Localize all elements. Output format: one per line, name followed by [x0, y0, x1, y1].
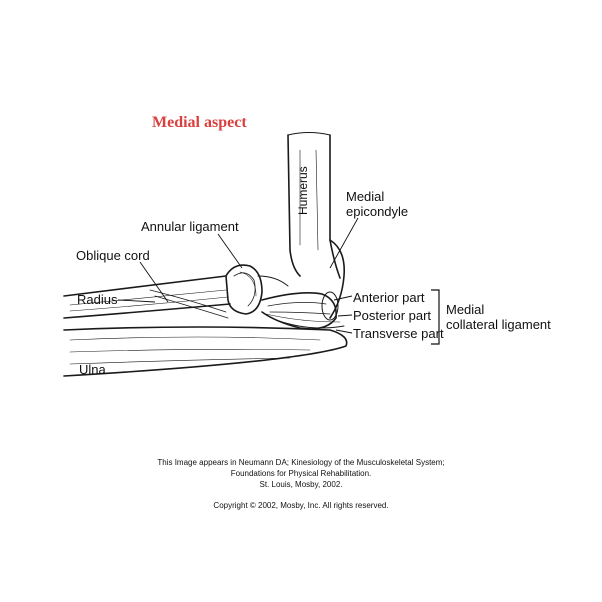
label-transverse-part: Transverse part	[353, 326, 444, 341]
credit-line-2: Foundations for Physical Rehabilitation.	[230, 469, 372, 478]
leader-transverse-part	[335, 329, 353, 334]
radius-bone	[63, 275, 231, 319]
leader-radius	[117, 299, 156, 303]
ulna-bone	[63, 326, 348, 377]
figure-title: Medial aspect	[152, 114, 247, 131]
leader-posterior-part	[337, 314, 353, 317]
label-mcl-line2: collateral ligament	[446, 317, 551, 332]
leader-medial-epicondyle	[329, 217, 359, 269]
label-annular-ligament: Annular ligament	[141, 219, 239, 234]
label-mcl-line1: Medial	[446, 302, 485, 317]
copyright-notice: Copyright © 2002, Mosby, Inc. All rights…	[213, 501, 389, 510]
label-anterior-part: Anterior part	[353, 290, 425, 305]
label-radius: Radius	[77, 292, 118, 307]
label-medial-collateral-ligament: Medial collateral ligament	[446, 302, 551, 332]
label-posterior-part: Posterior part	[353, 308, 432, 323]
leader-lines	[117, 217, 359, 334]
medial-collateral-ligament-shape	[261, 291, 345, 330]
label-oblique-cord: Oblique cord	[76, 248, 150, 263]
oblique-cord-shape	[149, 289, 229, 319]
medial-epicondyle-shape	[329, 239, 346, 319]
label-medial-epicondyle-line2: epicondyle	[346, 204, 409, 219]
credit-line-3: St. Louis, Mosby, 2002.	[259, 480, 343, 489]
annular-ligament-shape	[225, 264, 289, 315]
label-humerus: Humerus	[296, 166, 310, 215]
leader-annular-ligament	[217, 233, 243, 269]
label-ulna: Ulna	[79, 362, 106, 377]
mcl-bracket	[431, 289, 440, 345]
credit-line-1: This Image appears in Neumann DA; Kinesi…	[157, 458, 445, 467]
label-medial-epicondyle-line1: Medial	[346, 189, 385, 204]
leader-oblique-cord	[139, 261, 169, 303]
leader-anterior-part	[333, 295, 353, 301]
label-medial-epicondyle: Medial epicondyle	[346, 189, 408, 219]
source-credit: This Image appears in Neumann DA; Kinesi…	[0, 457, 602, 490]
